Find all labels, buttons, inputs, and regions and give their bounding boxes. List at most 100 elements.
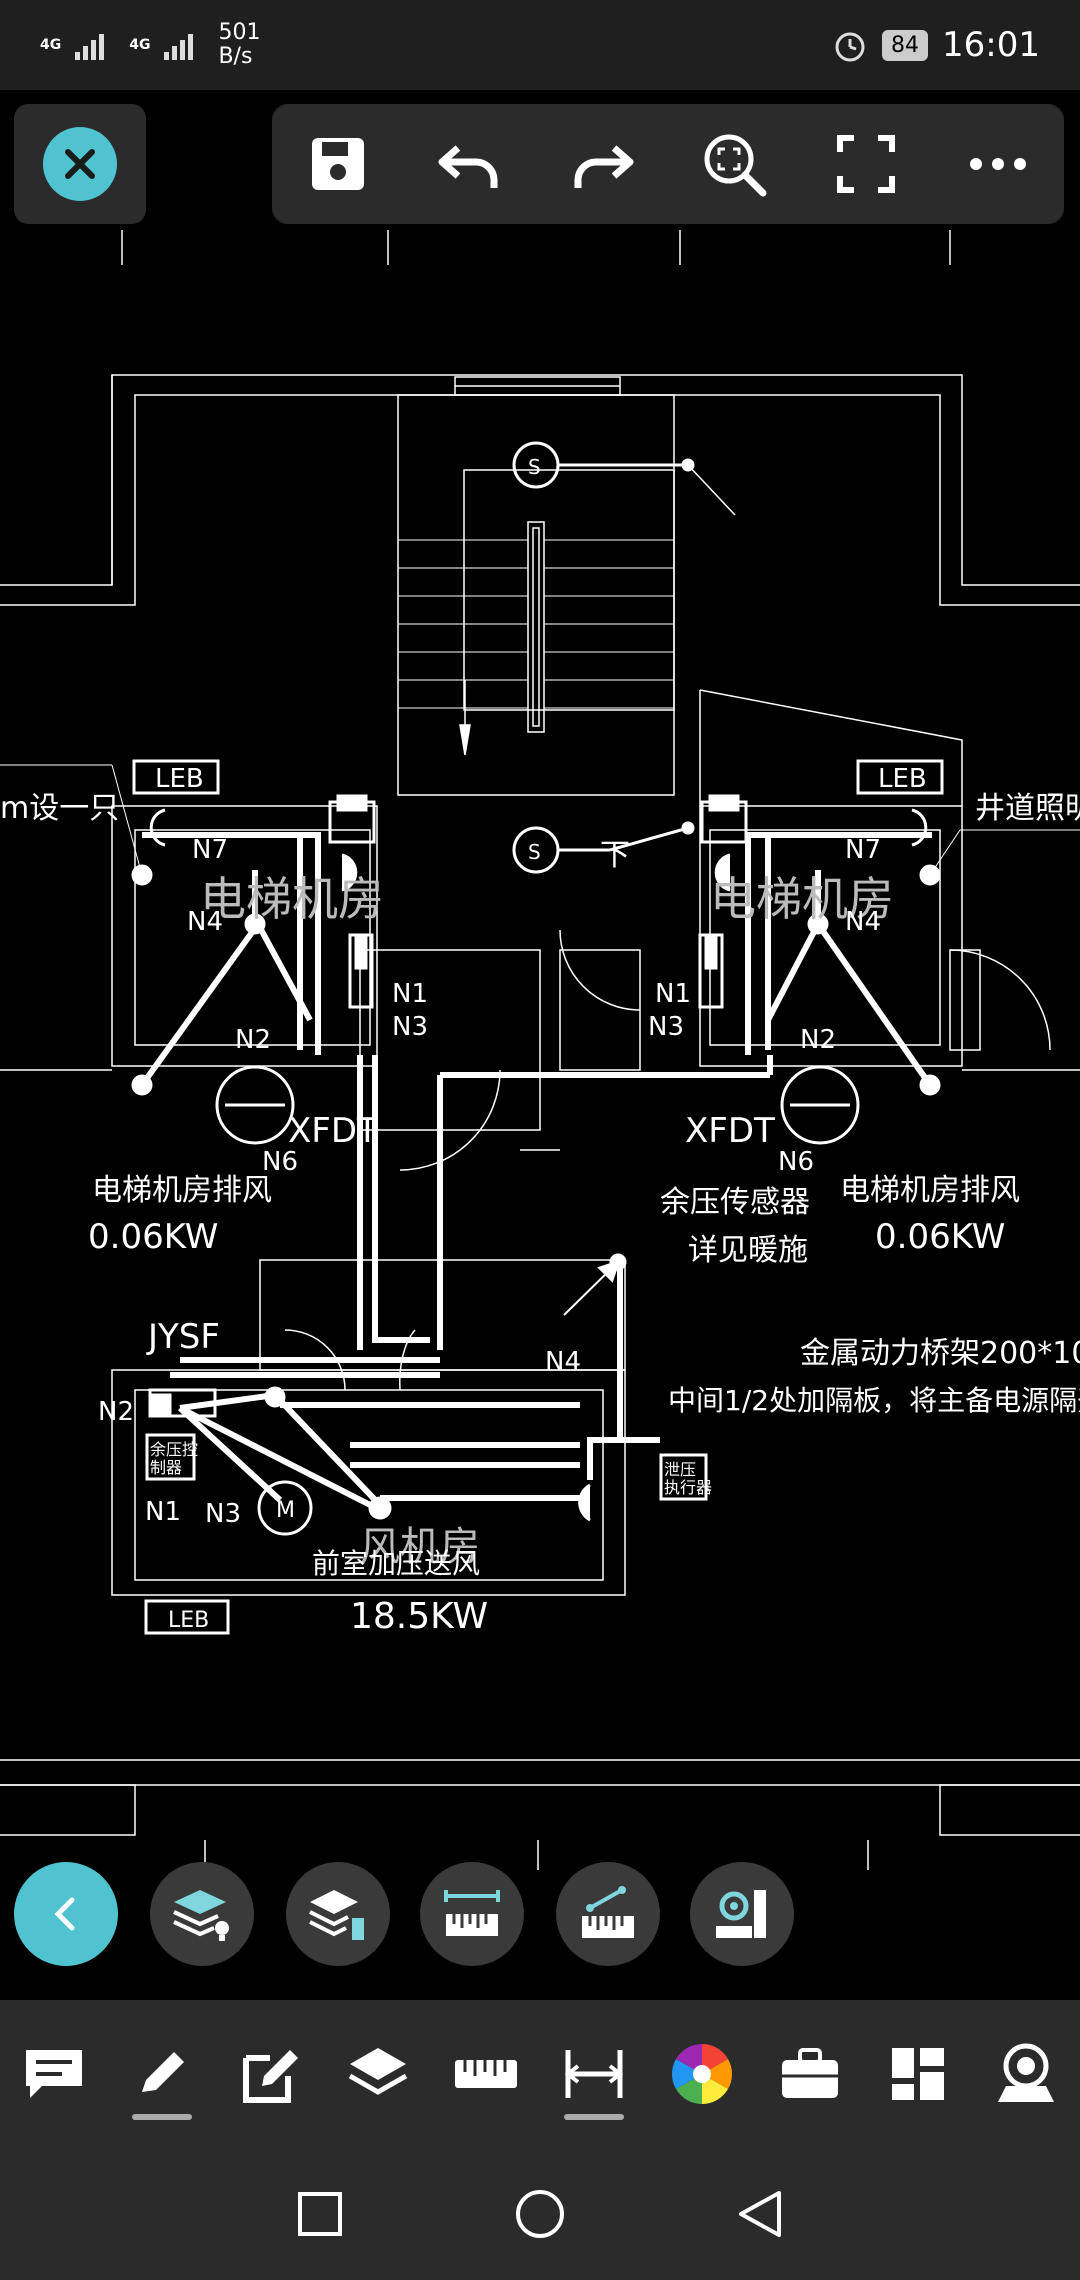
more-button[interactable] bbox=[958, 124, 1038, 204]
xfdt-label-left: XFDT bbox=[288, 1111, 378, 1151]
back-tool-button[interactable] bbox=[14, 1862, 118, 1966]
measure-length-button[interactable] bbox=[420, 1862, 524, 1966]
circuit-n4-right: N4 bbox=[845, 907, 881, 937]
measure-align-icon bbox=[582, 1886, 634, 1938]
fullscreen-icon bbox=[837, 135, 895, 193]
close-panel bbox=[14, 104, 146, 224]
circuit-n2-right: N2 bbox=[800, 1025, 836, 1055]
battery-indicator: 84 bbox=[882, 29, 929, 61]
sensor-label: 余压传感器 bbox=[660, 1185, 810, 1220]
floating-tools bbox=[0, 1862, 1080, 1970]
room-label-right: 电梯机房 bbox=[710, 872, 894, 926]
controller-label-1: 余压控 bbox=[150, 1440, 198, 1459]
jysf-label: JYSF bbox=[146, 1317, 220, 1357]
cable-tray-note: 中间1/2处加隔板，将主备电源隔开 bbox=[668, 1384, 1080, 1417]
back-nav-button[interactable] bbox=[730, 2184, 790, 2244]
circuit-n7-left: N7 bbox=[192, 835, 228, 865]
controller-label-2: 制器 bbox=[150, 1458, 182, 1477]
color-button[interactable] bbox=[662, 2034, 742, 2114]
save-button[interactable] bbox=[298, 124, 378, 204]
circuit-n3-right: N3 bbox=[648, 1012, 684, 1042]
actuator-label-1: 泄压 bbox=[664, 1460, 696, 1479]
comment-icon bbox=[26, 2050, 82, 2098]
fullscreen-button[interactable] bbox=[826, 124, 906, 204]
status-left: 4G 4G 501 B/s bbox=[40, 21, 260, 69]
note-left: m设一只 bbox=[0, 791, 119, 826]
undo-icon bbox=[438, 145, 498, 188]
power-label-left: 0.06KW bbox=[88, 1217, 218, 1257]
redo-button[interactable] bbox=[562, 124, 642, 204]
actuator-label-2: 执行器 bbox=[664, 1478, 712, 1497]
settings-ruler-button[interactable] bbox=[690, 1862, 794, 1966]
circuit-n2-left: N2 bbox=[235, 1025, 271, 1055]
leb-label-bottom: LEB bbox=[168, 1608, 209, 1633]
back-nav-icon bbox=[739, 2191, 781, 2237]
home-icon bbox=[516, 2190, 564, 2238]
circuit-n4-bottom: N4 bbox=[545, 1347, 581, 1377]
camera-icon bbox=[998, 2043, 1054, 2102]
close-button[interactable] bbox=[43, 127, 117, 201]
cad-canvas[interactable]: LEB LEB LEB m设一只 井道照明 电梯机房 电梯机房 下 S S N7… bbox=[0, 230, 1080, 1870]
circuit-n1-right: N1 bbox=[655, 979, 691, 1009]
switch-label-1: S bbox=[528, 455, 541, 479]
signal-icon-2 bbox=[164, 34, 194, 60]
dimension-button[interactable] bbox=[554, 2034, 634, 2120]
layers-button[interactable] bbox=[338, 2034, 418, 2114]
pencil-icon bbox=[142, 2052, 184, 2092]
top-toolbar bbox=[272, 104, 1064, 224]
dashboard-button[interactable] bbox=[878, 2034, 958, 2114]
status-bar: 4G 4G 501 B/s 84 16:01 bbox=[0, 0, 1080, 90]
circuit-n6-right: N6 bbox=[778, 1147, 814, 1177]
settings-ruler-icon bbox=[716, 1890, 766, 1938]
ruler-button[interactable] bbox=[446, 2034, 526, 2114]
more-icon bbox=[970, 158, 1026, 170]
back-icon bbox=[54, 1897, 75, 1931]
motor-label: M bbox=[276, 1498, 295, 1523]
measure-align-button[interactable] bbox=[556, 1862, 660, 1966]
recents-button[interactable] bbox=[290, 2184, 350, 2244]
exhaust-label-right: 电梯机房排风 bbox=[840, 1173, 1020, 1208]
circuit-n4-left: N4 bbox=[187, 907, 223, 937]
measure-length-icon bbox=[444, 1890, 500, 1936]
switch-label-2: S bbox=[528, 840, 541, 864]
layer-light-icon bbox=[173, 1890, 229, 1941]
layer-list-icon bbox=[309, 1890, 364, 1940]
layer-light-button[interactable] bbox=[150, 1862, 254, 1966]
circuit-n6-left: N6 bbox=[262, 1147, 298, 1177]
layers-icon bbox=[348, 2048, 408, 2095]
fan-power-label: 18.5KW bbox=[350, 1596, 488, 1637]
dashboard-icon bbox=[892, 2048, 944, 2100]
exhaust-label-left: 电梯机房排风 bbox=[92, 1173, 272, 1208]
status-right: 84 16:01 bbox=[832, 25, 1040, 65]
camera-button[interactable] bbox=[986, 2034, 1066, 2114]
signal-icon bbox=[75, 34, 105, 60]
undo-button[interactable] bbox=[430, 124, 510, 204]
zoom-fit-button[interactable] bbox=[694, 124, 774, 204]
circuit-n2-bottom: N2 bbox=[98, 1397, 134, 1427]
circuit-n1-bottom: N1 bbox=[145, 1497, 181, 1527]
comment-button[interactable] bbox=[14, 2034, 94, 2114]
dimension-icon bbox=[564, 2050, 624, 2098]
toolbox-button[interactable] bbox=[770, 2034, 850, 2114]
circuit-n3-bottom: N3 bbox=[205, 1499, 241, 1529]
network-1: 4G bbox=[40, 37, 62, 53]
ruler-icon bbox=[455, 2060, 517, 2088]
navigation-bar bbox=[0, 2148, 1080, 2280]
circuit-n7-right: N7 bbox=[845, 835, 881, 865]
color-wheel-icon bbox=[671, 2044, 733, 2104]
edit-icon bbox=[243, 2050, 298, 2103]
cable-tray-label: 金属动力桥架200*100 bbox=[800, 1336, 1080, 1371]
pencil-button[interactable] bbox=[122, 2034, 202, 2120]
alarm-icon bbox=[835, 32, 865, 62]
edit-button[interactable] bbox=[230, 2034, 310, 2114]
network-2: 4G bbox=[129, 37, 151, 53]
home-button[interactable] bbox=[510, 2184, 570, 2244]
supply-fan-label: 前室加压送风 bbox=[312, 1547, 480, 1580]
circuit-n3-left: N3 bbox=[392, 1012, 428, 1042]
close-icon bbox=[65, 149, 95, 179]
save-icon bbox=[312, 138, 364, 190]
redo-icon bbox=[574, 145, 634, 188]
power-label-right: 0.06KW bbox=[875, 1217, 1005, 1257]
leb-label-left: LEB bbox=[155, 764, 204, 794]
layer-list-button[interactable] bbox=[286, 1862, 390, 1966]
